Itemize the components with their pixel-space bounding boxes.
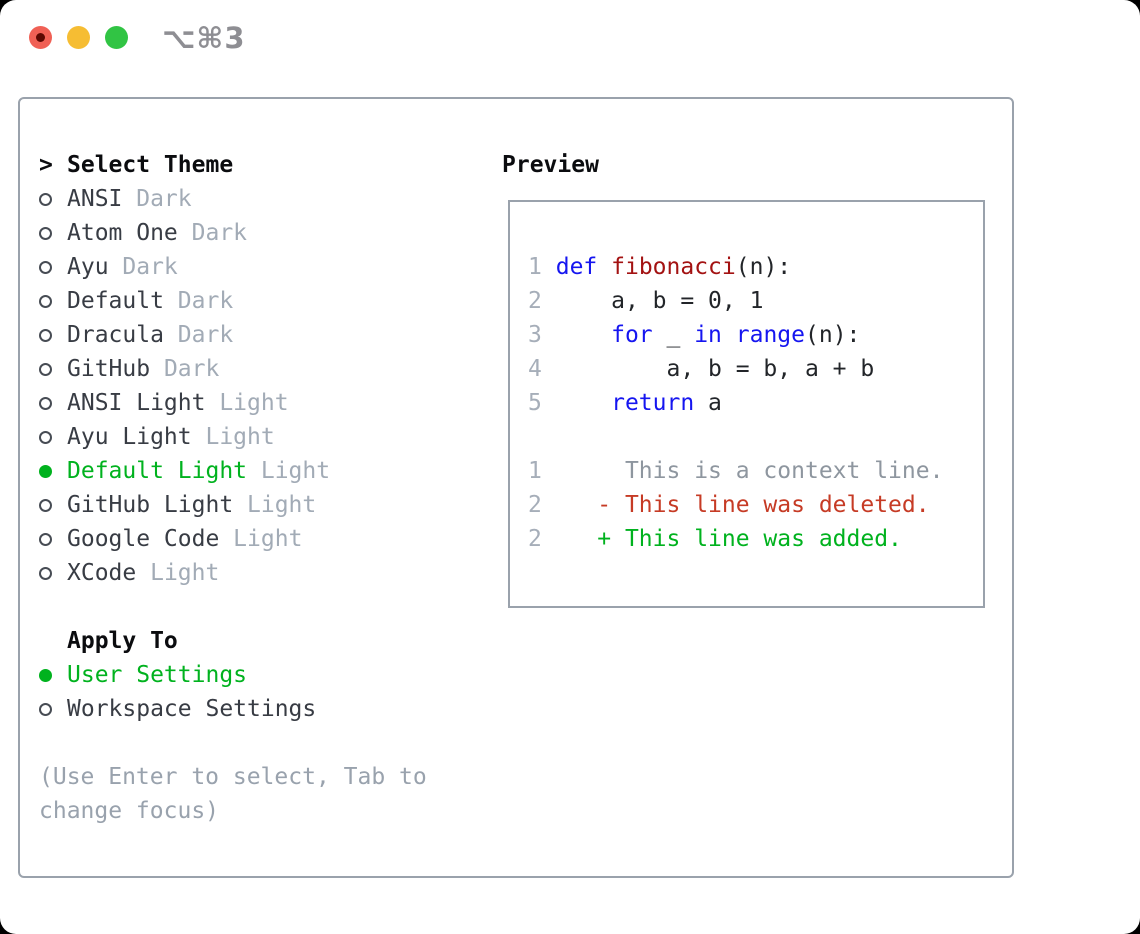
preview-code: 1 def fibonacci(n): 2 a, b = 0, 1 3 for _ … [510, 202, 983, 556]
preview-line: 4 a, b = b, a + b [528, 356, 875, 382]
titlebar: ⌥⌘3 [0, 0, 1140, 75]
radio-icon [39, 363, 52, 376]
preview-line: 1 def fibonacci(n): [528, 254, 792, 280]
line-number: 3 [528, 322, 542, 348]
option-label: User Settings [67, 662, 248, 688]
radio-icon [39, 227, 52, 240]
help-text-line-2: change focus) [39, 798, 220, 824]
preview-title: Preview [502, 152, 599, 178]
cursor-icon: > [39, 152, 53, 178]
theme-option[interactable]: Ayu Dark [39, 250, 427, 284]
option-label: GitHub [67, 356, 151, 382]
preview-line: 1 This is a context line. [528, 458, 944, 484]
theme-option[interactable]: Default Dark [39, 284, 427, 318]
close-button[interactable] [29, 26, 52, 49]
line-number: 2 [528, 492, 542, 518]
preview-line [528, 420, 983, 454]
radio-icon [39, 397, 52, 410]
option-label: Ayu [67, 254, 109, 280]
option-label: ANSI Light [67, 390, 206, 416]
option-label: Workspace Settings [67, 696, 317, 722]
theme-option[interactable]: ANSI Dark [39, 182, 427, 216]
spacer [39, 726, 427, 760]
line-number: 2 [528, 288, 542, 314]
theme-option[interactable]: Dracula Dark [39, 318, 427, 352]
theme-option[interactable]: GitHub Light Light [39, 488, 427, 522]
option-label: Default Light [67, 458, 248, 484]
radio-icon [39, 499, 52, 512]
radio-icon [39, 533, 52, 546]
preview-line: 3 for _ in range(n): [528, 322, 861, 348]
option-variant-label: Light [247, 458, 331, 484]
line-number: 5 [528, 390, 542, 416]
theme-option[interactable]: ANSI Light Light [39, 386, 427, 420]
window-title: ⌥⌘3 [162, 20, 246, 55]
line-number: 4 [528, 356, 542, 382]
apply-to-header: Apply To [39, 624, 427, 658]
radio-icon [39, 567, 52, 580]
preview-line: 2 a, b = 0, 1 [528, 288, 764, 314]
radio-icon [39, 329, 52, 342]
option-variant-label: Dark [150, 356, 220, 382]
option-variant-label: Light [191, 424, 275, 450]
option-label: GitHub Light [67, 492, 234, 518]
option-label: Dracula [67, 322, 164, 348]
option-variant-label: Light [136, 560, 220, 586]
theme-option[interactable]: Default Light Light [39, 454, 427, 488]
option-variant-label: Light [233, 492, 317, 518]
option-label: Default [67, 288, 164, 314]
radio-icon [39, 703, 52, 716]
option-label: Google Code [67, 526, 220, 552]
zoom-button[interactable] [105, 26, 128, 49]
preview-line: 2 - This line was deleted. [528, 492, 930, 518]
radio-selected-icon [39, 465, 52, 478]
option-variant-label: Light [219, 526, 303, 552]
option-label: XCode [67, 560, 137, 586]
radio-icon [39, 295, 52, 308]
preview-pane: 1 def fibonacci(n): 2 a, b = 0, 1 3 for _ … [508, 200, 985, 608]
preview-line: 2 + This line was added. [528, 526, 902, 552]
help-text-line-1: (Use Enter to select, Tab to [39, 764, 427, 790]
option-variant-label: Dark [163, 322, 234, 348]
radio-icon [39, 431, 52, 444]
line-number: 1 [528, 254, 542, 280]
preview-line: 5 return a [528, 390, 722, 416]
theme-option[interactable]: XCode Light [39, 556, 427, 590]
theme-option[interactable]: Google Code Light [39, 522, 427, 556]
spacer [39, 590, 427, 624]
theme-option[interactable]: Ayu Light Light [39, 420, 427, 454]
apply-to-option[interactable]: User Settings [39, 658, 427, 692]
traffic-lights [29, 26, 128, 49]
option-variant-label: Dark [108, 254, 178, 280]
select-theme-title: Select Theme [67, 152, 234, 178]
radio-icon [39, 261, 52, 274]
option-variant-label: Dark [177, 220, 248, 246]
theme-option[interactable]: Atom One Dark [39, 216, 427, 250]
radio-icon [39, 193, 52, 206]
select-theme-header: > Select Theme [39, 148, 427, 182]
option-label: ANSI [67, 186, 123, 212]
line-number: 1 [528, 458, 542, 484]
option-label: Ayu Light [67, 424, 192, 450]
option-variant-label: Dark [163, 288, 234, 314]
option-variant-label: Light [205, 390, 289, 416]
radio-selected-icon [39, 669, 52, 682]
minimize-button[interactable] [67, 26, 90, 49]
theme-option[interactable]: GitHub Dark [39, 352, 427, 386]
option-variant-label: Dark [122, 186, 192, 212]
apply-to-title: Apply To [67, 628, 178, 654]
apply-to-option[interactable]: Workspace Settings [39, 692, 427, 726]
option-label: Atom One [67, 220, 178, 246]
line-number: 2 [528, 526, 542, 552]
